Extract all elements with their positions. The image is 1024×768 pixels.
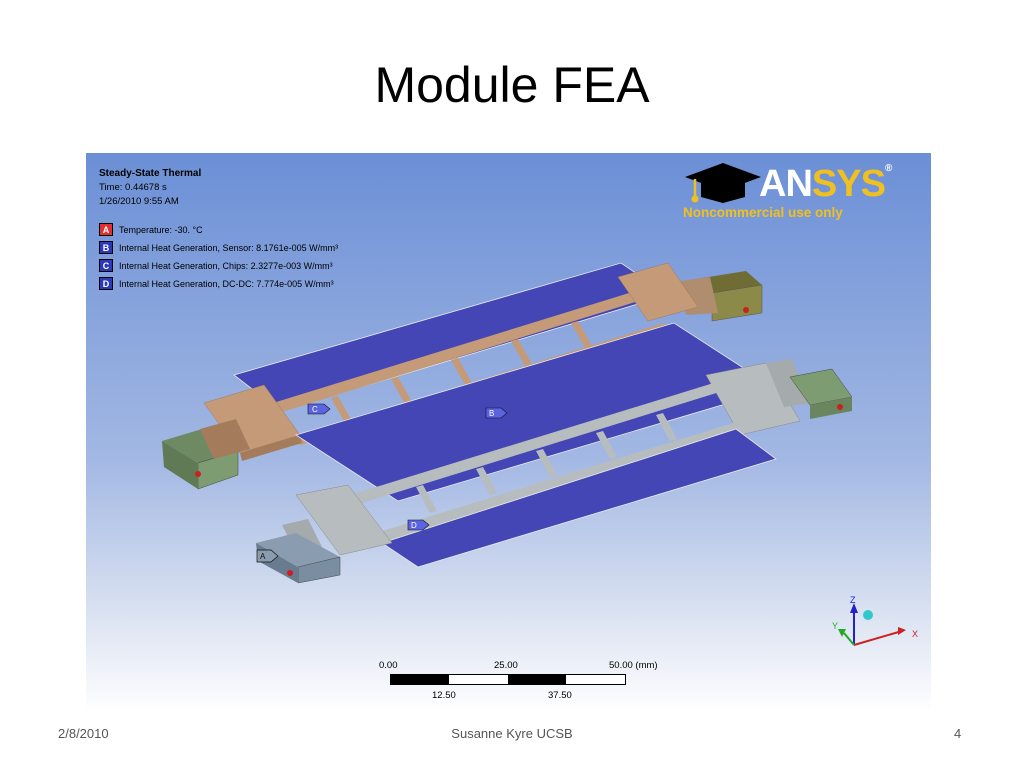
scale-tick-37-5: 37.50 bbox=[548, 690, 572, 701]
marker-b-label: B bbox=[489, 409, 494, 418]
scale-bar: 0.00 25.00 50.00 (mm) 12.50 37.50 bbox=[376, 660, 676, 710]
scale-tick-0: 0.00 bbox=[379, 660, 398, 671]
legend-item-d[interactable]: D Internal Heat Generation, DC-DC: 7.774… bbox=[99, 277, 334, 290]
analysis-info: Steady-State Thermal Time: 0.44678 s 1/2… bbox=[99, 167, 201, 209]
marker-c-label: C bbox=[312, 405, 318, 414]
legend-item-c[interactable]: C Internal Heat Generation, Chips: 2.327… bbox=[99, 259, 333, 272]
legend-key-b: B bbox=[99, 241, 113, 254]
marker-d-label: D bbox=[411, 521, 417, 530]
hybrid-frame-upper[interactable] bbox=[273, 289, 648, 413]
marker-d[interactable]: D bbox=[407, 519, 430, 531]
legend-key-a: A bbox=[99, 223, 113, 236]
registered-mark: ® bbox=[884, 163, 892, 174]
sensor-plate-lower[interactable] bbox=[381, 428, 777, 568]
legend-text-b: Internal Heat Generation, Sensor: 8.1761… bbox=[119, 242, 339, 253]
legend-key-d: D bbox=[99, 277, 113, 290]
ansys-wordmark-an: AN bbox=[759, 163, 813, 205]
aluminum-block-lower-left bbox=[295, 484, 393, 556]
scale-tick-50: 50.00 (mm) bbox=[609, 660, 658, 671]
legend-text-d: Internal Heat Generation, DC-DC: 7.774e-… bbox=[119, 278, 334, 289]
module-model[interactable]: C B D A Z X Y bbox=[86, 153, 931, 713]
slide-title: Module FEA bbox=[374, 57, 650, 113]
triad-y-label: Y bbox=[832, 621, 838, 631]
legend-key-c: C bbox=[99, 259, 113, 272]
footer-date: 2/8/2010 bbox=[58, 726, 109, 741]
marker-a-label: A bbox=[260, 552, 266, 561]
analysis-type: Steady-State Thermal bbox=[99, 168, 202, 179]
graduation-cap-icon bbox=[685, 163, 761, 203]
connector-lower-left-steel bbox=[256, 533, 340, 567]
scale-bar-graphic bbox=[390, 674, 626, 685]
ansys-logo: ANSYS® Noncommercial use only bbox=[683, 159, 913, 223]
marker-c[interactable]: C bbox=[307, 403, 331, 415]
analysis-time: Time: 0.44678 s bbox=[99, 182, 167, 193]
marker-b[interactable]: B bbox=[485, 407, 508, 419]
analysis-date: 1/26/2010 9:55 AM bbox=[99, 196, 179, 207]
legend-text-c: Internal Heat Generation, Chips: 2.3277e… bbox=[119, 260, 333, 271]
marker-a[interactable]: A bbox=[256, 549, 279, 563]
legend-item-a[interactable]: A Temperature: -30. °C bbox=[99, 223, 203, 236]
hybrid-frame-lower[interactable] bbox=[350, 381, 726, 505]
legend-item-b[interactable]: B Internal Heat Generation, Sensor: 8.17… bbox=[99, 241, 338, 254]
ansys-wordmark: ANSYS® bbox=[759, 163, 892, 206]
fea-viewport[interactable]: C B D A Z X Y Steady-State Therm bbox=[86, 153, 931, 713]
scale-tick-25: 25.00 bbox=[494, 660, 518, 671]
ansys-wordmark-sys: SYS bbox=[811, 163, 886, 205]
footer-author: Susanne Kyre UCSB bbox=[451, 726, 573, 741]
triad-x-label: X bbox=[912, 629, 918, 639]
copper-block-upper-right bbox=[617, 262, 699, 322]
scale-tick-12-5: 12.50 bbox=[432, 690, 456, 701]
noncommercial-notice: Noncommercial use only bbox=[683, 205, 843, 220]
coordinate-triad[interactable]: Z X Y bbox=[832, 595, 918, 646]
triad-z-label: Z bbox=[850, 595, 856, 605]
footer-page-number: 4 bbox=[954, 726, 962, 741]
legend-text-a: Temperature: -30. °C bbox=[119, 224, 203, 235]
